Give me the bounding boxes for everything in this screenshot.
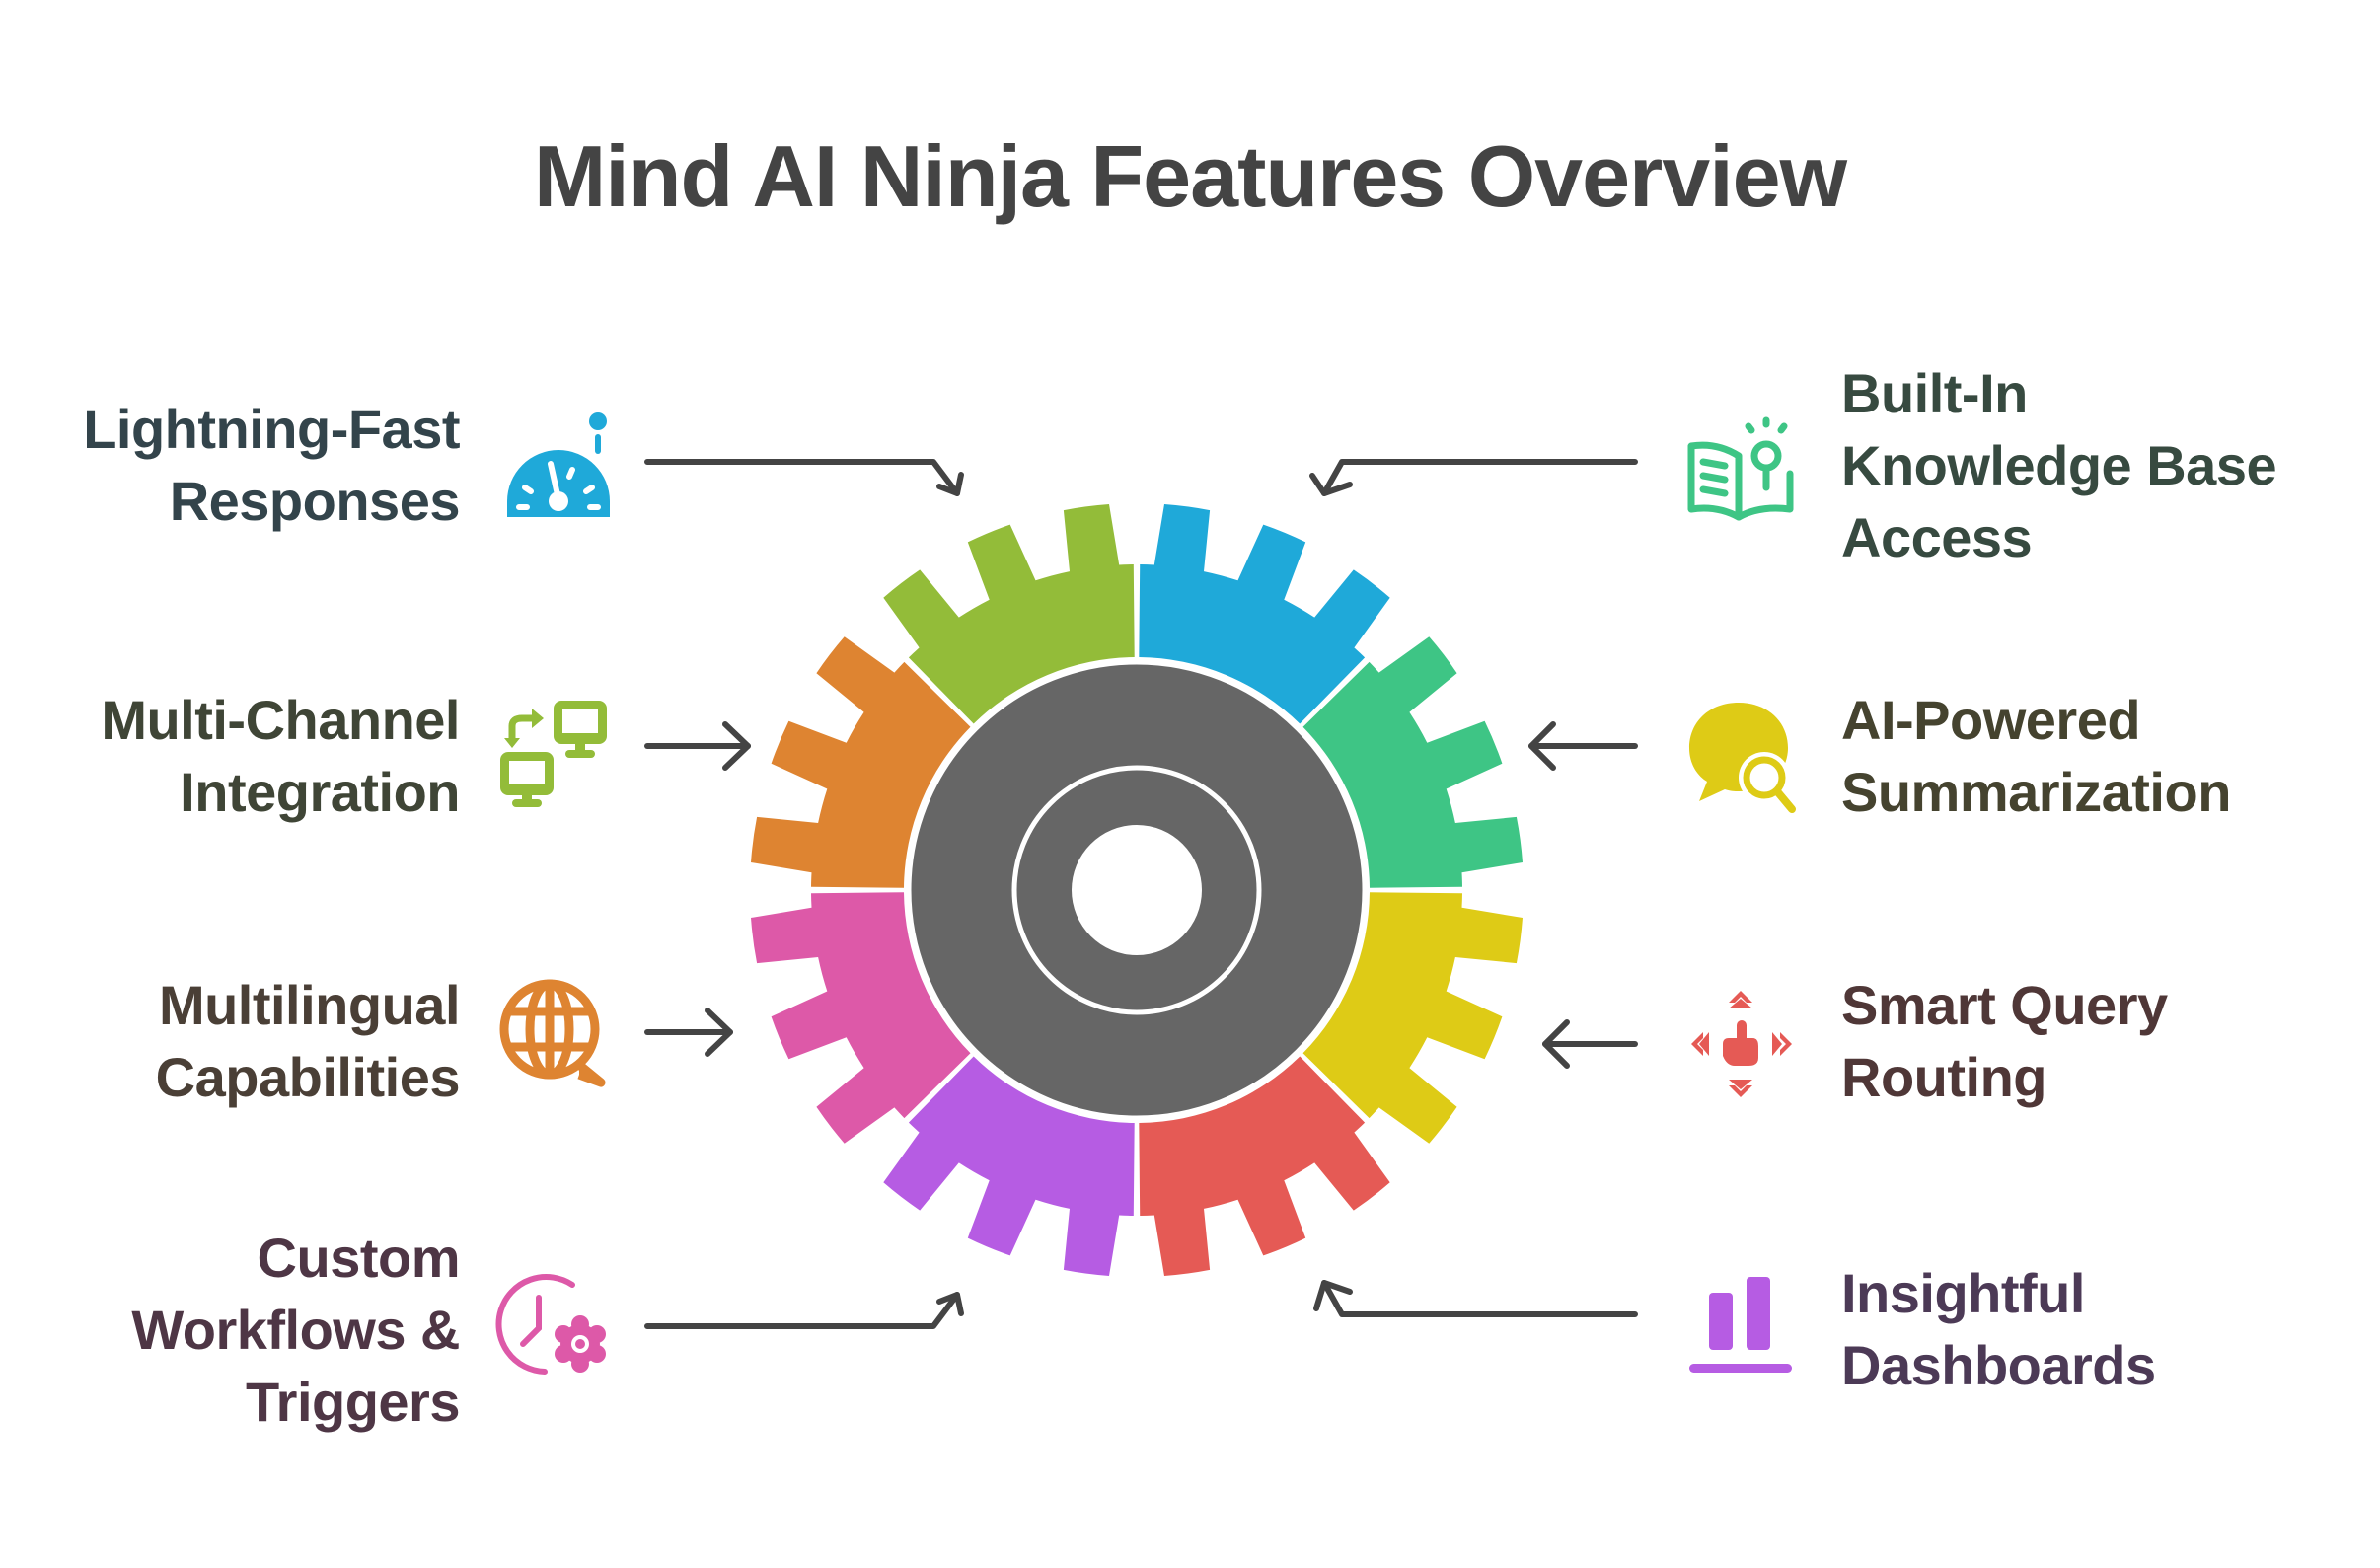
feature-label-line: Lightning-Fast (83, 398, 460, 460)
bar-chart-icon (1689, 1277, 1792, 1373)
pointer-routing-icon (1691, 991, 1792, 1097)
feature-label-line: AI-Powered (1841, 689, 2141, 751)
arrow-smart-query-routing (1542, 1019, 1638, 1069)
arrow-multi-channel-integration (644, 721, 751, 771)
feature-label-line: Responses (169, 470, 461, 532)
feature-label-line: Knowledge Base (1841, 433, 2277, 496)
feature-label-line: Dashboards (1841, 1334, 2156, 1396)
arrows (644, 459, 1638, 1329)
multi-device-sync-icon (500, 701, 607, 807)
gear-segment-multi-channel-integration (883, 504, 1135, 724)
hub-center-hole (1072, 825, 1202, 955)
arrow-built-in-knowledge-base-access (1309, 459, 1638, 496)
gear-segment-lightning-fast-responses (1139, 504, 1390, 724)
feature-label-line: Capabilities (155, 1046, 461, 1108)
feature-label-line: Access (1841, 505, 2033, 568)
gear-segment-insightful-dashboards (883, 1056, 1135, 1276)
hub-inner-ring (1011, 765, 1262, 1015)
gear-segment-multilingual-capabilities (751, 636, 971, 888)
feature-label-line: Workflows & (131, 1298, 460, 1361)
chat-search-icon (1689, 703, 1796, 813)
feature-label-line: Triggers (246, 1370, 460, 1433)
arrow-custom-workflows-triggers (644, 1292, 964, 1329)
page-title: Mind AI Ninja Features Overview (533, 127, 1847, 225)
gear-segment-ai-powered-summarization (1302, 892, 1523, 1144)
arrow-ai-powered-summarization (1528, 721, 1638, 771)
book-lightbulb-icon (1687, 416, 1794, 521)
feature-label-line: Summarization (1841, 761, 2231, 823)
feature-label-line: Smart Query (1841, 974, 2168, 1036)
feature-label-line: Custom (257, 1226, 461, 1289)
feature-label-line: Multi-Channel (101, 689, 460, 751)
central-gear (751, 504, 1523, 1276)
gear-hub (906, 659, 1368, 1121)
feature-label-line: Built-In (1841, 361, 2028, 424)
feature-label-line: Insightful (1841, 1262, 2085, 1324)
gear-segment-custom-workflows-triggers (751, 892, 971, 1144)
speedometer-icon (507, 412, 610, 517)
gear-segment-built-in-knowledge-base-access (1302, 636, 1523, 888)
globe-chat-icon (499, 979, 606, 1087)
arrow-multilingual-capabilities (644, 1008, 733, 1057)
feature-label-line: Integration (180, 761, 460, 823)
gear-segment-smart-query-routing (1139, 1056, 1390, 1276)
arrow-lightning-fast-responses (644, 459, 964, 496)
feature-label-line: Routing (1841, 1046, 2046, 1108)
arrow-insightful-dashboards (1313, 1280, 1638, 1317)
feature-label-line: Multilingual (158, 974, 461, 1036)
clock-gear-icon (495, 1274, 606, 1375)
